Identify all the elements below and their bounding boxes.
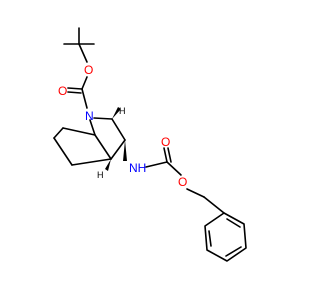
bond-carbonyl-double-a [67,87,83,90]
boc-carbonyl-oxygen-label: O [58,84,67,98]
bond-n-c1 [93,117,113,120]
atom-labels: O O N NH O O [58,63,187,189]
bond-cbz-carbonyl-double-a [163,147,168,163]
bond-c5-c4 [62,127,96,136]
bond-carbonyl-to-oxygen [166,161,182,176]
phenyl-ring [204,212,247,262]
phenyl-inner-double-1 [226,218,241,228]
cbz-carbamate-group [145,147,225,214]
bicyclic-core [53,117,126,166]
bond-ch2-phenyl [203,196,225,214]
cbz-carbonyl-oxygen-label: O [161,135,170,149]
boc-carbamate-group [67,76,88,109]
bond-c6-c5 [94,134,112,160]
bond-carbonyl-to-nitrogen [81,88,88,109]
bond-cbz-carbonyl-double-b [167,147,172,163]
phenyl-inner-double-3 [208,230,212,247]
hash-wedge-top [112,107,121,119]
phenyl-inner-double-2 [225,246,242,257]
bond-c2-c1 [71,158,112,166]
bond-c3-c2 [53,137,73,166]
bond-n-c5 [89,119,96,136]
bond-c1-c7 [111,118,126,141]
wedge-bottom [105,159,111,171]
bond-c4-c3 [53,127,64,139]
hydrogen-label-top: H [119,106,126,116]
phenyl-outline [204,212,247,262]
bridge-nitrogen-label: N [85,109,94,123]
bond-carbonyl-double-b [67,91,82,94]
ester-oxygen-label: O [84,63,93,77]
hydrogen-label-bottom: H [97,170,104,180]
bond-c7-c6 [110,139,126,160]
bond-oxygen-benzyl-ch2 [186,188,205,198]
molecule-structure-diagram: H H O O N NH O O [53,27,247,262]
benzyl-ester-oxygen-label: O [178,175,187,189]
tert-butyl-group [63,27,95,63]
bond-tbu-oxygen [78,43,88,63]
stereo-annotations: H H [97,106,127,180]
bond-nh-carbonyl-carbon [145,161,168,168]
wedge-to-nh [123,140,127,161]
bond-oxygen-carbonyl-carbon [81,76,88,90]
amide-nh-label: NH [129,161,146,175]
